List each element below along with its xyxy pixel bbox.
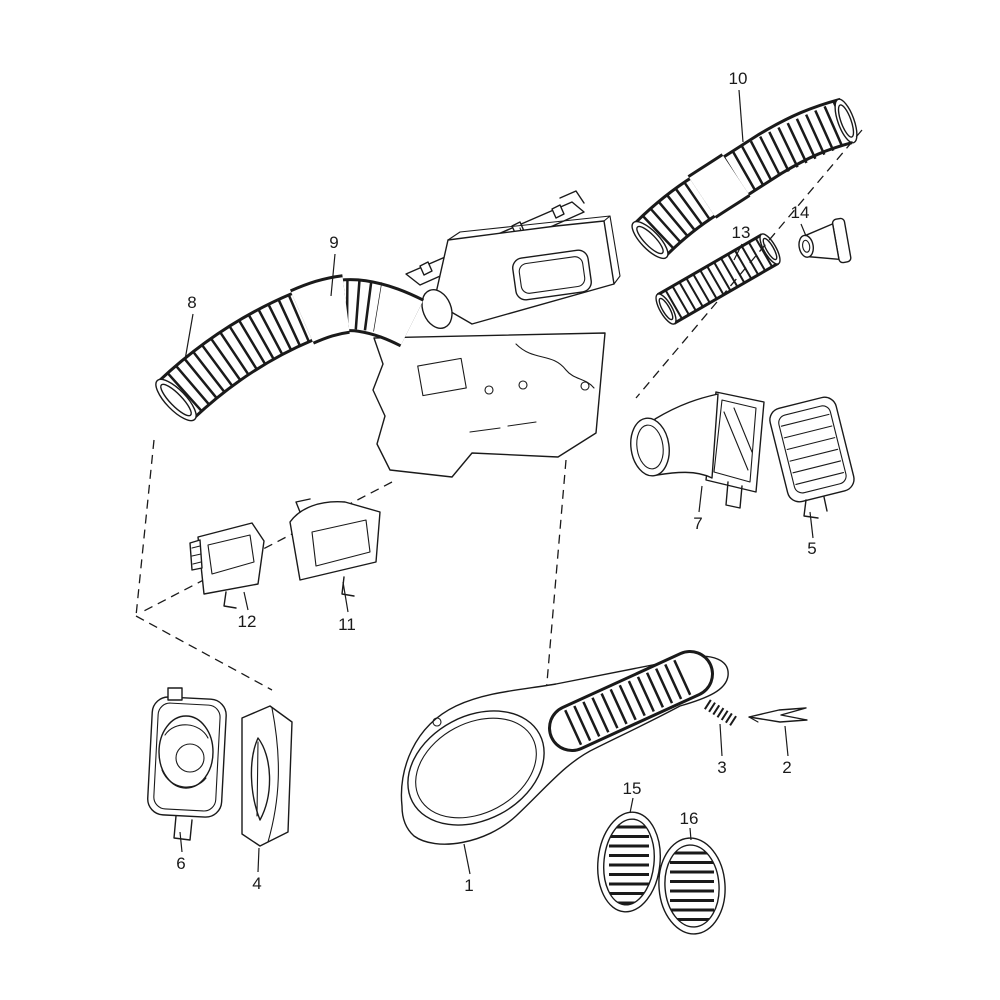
callout-1[interactable]: 1	[463, 843, 474, 895]
part-15-oval-vent-insert	[597, 811, 661, 913]
part-10-corrugated-hose	[631, 97, 858, 260]
heater-blower-assembly	[372, 190, 621, 478]
vent-opening	[407, 710, 545, 826]
screw-icon	[518, 380, 528, 390]
part-1-door-vent-panel	[400, 650, 729, 845]
callout-5-label[interactable]: 5	[807, 539, 816, 558]
callout-15-label[interactable]: 15	[623, 779, 642, 798]
callout-8[interactable]: 8	[184, 293, 197, 361]
part-3-spring	[704, 699, 738, 727]
callout-12[interactable]: 12	[238, 591, 257, 631]
part-6-side-vent	[147, 687, 227, 841]
callout-11-label[interactable]: 11	[338, 615, 356, 634]
callout-11[interactable]: 11	[338, 581, 356, 634]
callout-13-label[interactable]: 13	[732, 223, 751, 242]
part-4-vertical-vent	[241, 705, 293, 847]
callout-4[interactable]: 4	[252, 847, 262, 893]
callout-10-label[interactable]: 10	[729, 69, 748, 88]
callout-10[interactable]: 10	[729, 69, 748, 143]
callout-3[interactable]: 3	[717, 723, 727, 777]
callout-15[interactable]: 15	[623, 779, 642, 814]
callout-14[interactable]: 14	[791, 203, 810, 237]
part-14-grommet	[798, 217, 852, 264]
callout-2[interactable]: 2	[782, 725, 792, 777]
callout-2-label[interactable]: 2	[782, 758, 791, 777]
part-12-bracket	[189, 522, 265, 609]
callout-7-label[interactable]: 7	[693, 514, 702, 533]
screw-icon	[432, 717, 442, 727]
duct-inlet-rim	[630, 417, 670, 477]
grille-slats	[564, 656, 698, 746]
part-7-air-duct	[630, 391, 765, 509]
part-5-vent-grille	[769, 396, 855, 519]
callout-12-label[interactable]: 12	[238, 612, 257, 631]
callout-6[interactable]: 6	[176, 831, 186, 873]
part-8-9-corrugated-hose	[155, 274, 425, 422]
callout-5[interactable]: 5	[807, 511, 817, 558]
callout-6-label[interactable]: 6	[176, 854, 185, 873]
callout-16[interactable]: 16	[680, 809, 699, 841]
callout-4-label[interactable]: 4	[252, 874, 261, 893]
callout-14-label[interactable]: 14	[791, 203, 810, 222]
screw-icon	[484, 385, 494, 395]
screw-icon	[580, 381, 590, 391]
callout-9-label[interactable]: 9	[329, 233, 338, 252]
part-11-vent-housing	[289, 498, 381, 597]
heater-intake-port	[421, 289, 453, 329]
callouts: 10 14 13 9 8 7 5 12	[176, 69, 816, 895]
callout-1-label[interactable]: 1	[464, 876, 473, 895]
callout-7[interactable]: 7	[693, 485, 703, 533]
callout-9[interactable]: 9	[329, 233, 339, 297]
part-16-oval-vent-insert	[658, 837, 726, 935]
callout-16-label[interactable]: 16	[680, 809, 699, 828]
callout-3-label[interactable]: 3	[717, 758, 726, 777]
callout-13[interactable]: 13	[732, 223, 751, 261]
callout-8-label[interactable]: 8	[187, 293, 196, 312]
part-2-clip	[748, 707, 808, 723]
